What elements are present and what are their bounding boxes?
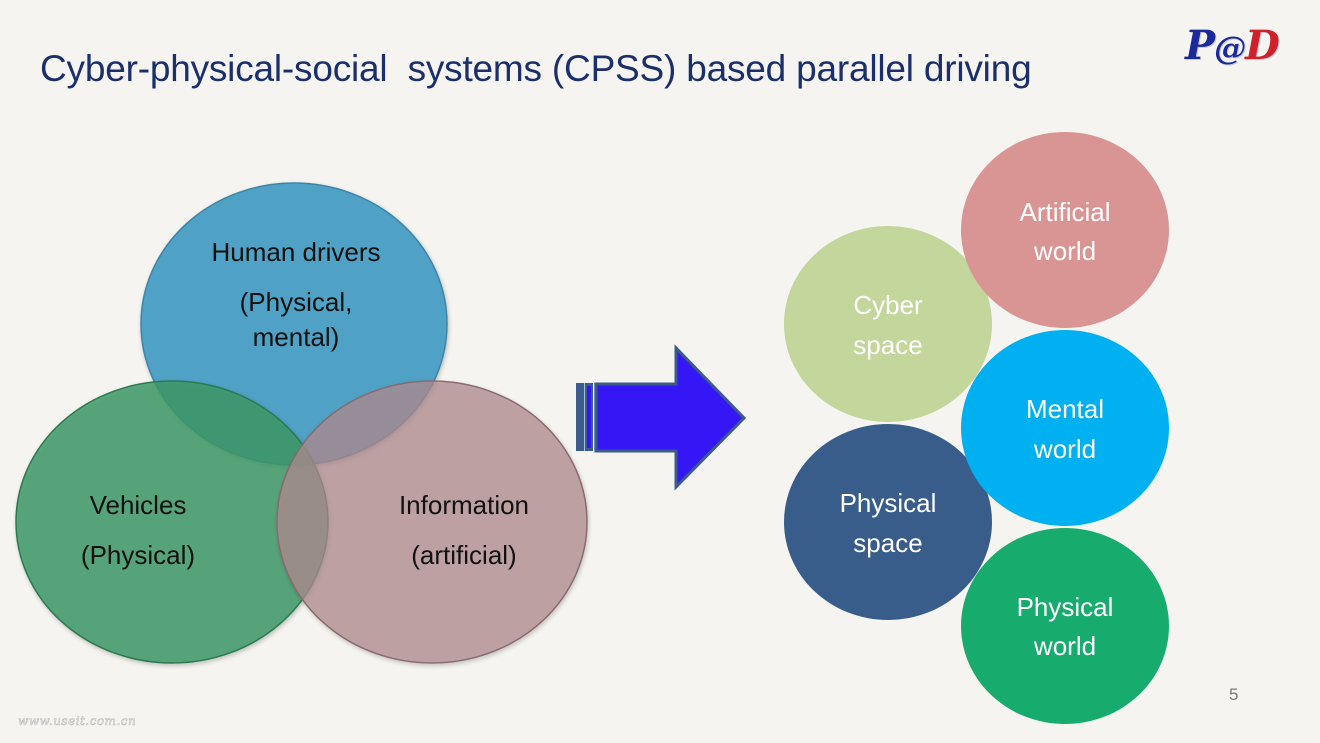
bubble-label-physical-space: space [853,528,922,558]
bubble-cyber-space [784,226,992,422]
slide-title: Cyber-physical-social systems (CPSS) bas… [40,48,1032,89]
bubble-label-physical-w: Physical [1017,592,1114,622]
bubble-label-mental-world: world [1033,434,1096,464]
bubble-label-artificial-world: world [1033,236,1096,266]
bubble-label-physical: Physical [840,488,937,518]
venn-circle-information [276,380,588,664]
bubble-physical-world [961,528,1169,724]
venn-label-information-title: Information [399,490,529,520]
venn-label-human-drivers-sub2: mental) [253,322,340,352]
venn-label-human-drivers-title: Human drivers [211,237,380,267]
venn-label-vehicles-title: Vehicles [90,490,187,520]
bubble-mental-world [961,330,1169,526]
venn-label-vehicles-sub: (Physical) [81,540,195,570]
bubble-label-artificial: Artificial [1019,197,1110,227]
bubble-artificial-world [961,132,1169,328]
bubble-label-physical-world: world [1033,631,1096,661]
logo-letter-p: P [1185,22,1215,69]
page-number: 5 [1229,685,1239,704]
venn-label-information-sub: (artificial) [411,540,516,570]
bubble-label-cyber-space: space [853,330,922,360]
arrow-body [594,344,747,491]
arrow-stripe-middle [587,386,591,448]
bubble-label-mental: Mental [1026,394,1104,424]
logo-letter-d: D [1245,22,1280,69]
cpss-bubbles: Cyber space Physical space Artificial wo… [784,132,1169,724]
right-arrow-icon [576,344,747,491]
watermark: www.useit.com.cn [18,714,137,729]
bubble-label-cyber: Cyber [853,290,923,320]
bubble-physical-space [784,424,992,620]
arrow-stripe-outer [576,383,584,451]
venn-diagram: Human drivers (Physical, mental) Vehicle… [15,182,588,664]
venn-label-human-drivers-sub1: (Physical, [240,287,353,317]
logo-at-sign: @ [1214,29,1246,67]
pd-logo: P@D [1185,22,1280,69]
